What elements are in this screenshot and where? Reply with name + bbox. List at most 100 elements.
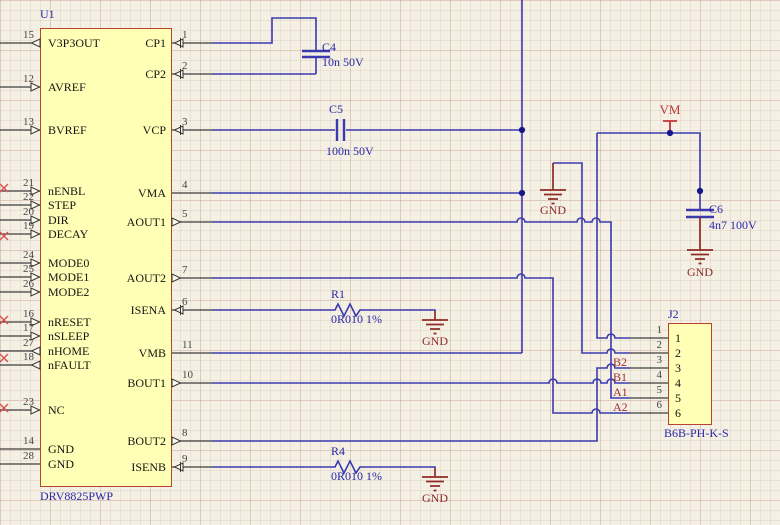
gnd-symbol-mid[interactable] <box>540 163 566 205</box>
wire-aout1-a1[interactable] <box>212 217 630 399</box>
u1-pin-number-21: 21 <box>23 177 34 189</box>
u1-pin-name-AOUT1: AOUT1 <box>126 215 166 229</box>
u1-pin-name-V3P3OUT: V3P3OUT <box>48 36 101 50</box>
u1-part-number[interactable]: DRV8825PWP <box>40 489 114 503</box>
u1-pin-18-output-glyph <box>30 360 41 370</box>
gnd-symbol-r4[interactable] <box>422 468 448 492</box>
u1-pin-name-STEP: STEP <box>48 198 77 212</box>
r1-value[interactable]: 0R010 1% <box>331 312 382 326</box>
u1-pin-21-input-glyph <box>30 186 41 196</box>
u1-pin-25-input-glyph <box>30 272 41 282</box>
u1-designator[interactable]: U1 <box>40 7 55 21</box>
u1-pin-7-output-glyph <box>171 273 182 283</box>
gnd-label-c6[interactable]: GND <box>687 265 713 279</box>
c5-value[interactable]: 100n 50V <box>326 144 374 158</box>
u1-pin-name-BOUT2: BOUT2 <box>127 434 166 448</box>
u1-pin-number-1: 1 <box>182 29 188 41</box>
u1-pin-number-8: 8 <box>182 427 188 439</box>
u1-pin-name-MODE1: MODE1 <box>48 270 90 284</box>
no-erc-x-marker <box>0 403 9 413</box>
gnd-label-r4[interactable]: GND <box>422 491 448 505</box>
no-erc-x-marker <box>0 353 9 363</box>
u1-pin-name-DECAY: DECAY <box>48 227 89 241</box>
u1-pin-name-MODE0: MODE0 <box>48 256 90 270</box>
j2-designator[interactable]: J2 <box>668 307 679 321</box>
u1-pin-10-output-glyph <box>171 378 182 388</box>
j2-part-number[interactable]: B6B-PH-K-S <box>664 426 729 440</box>
u1-pin-27-output-glyph <box>30 346 41 356</box>
wire-r1-to-gnd[interactable] <box>368 309 436 311</box>
j2-inner-pin-number-1: 1 <box>675 331 681 345</box>
vm-power-port-label[interactable]: VM <box>659 102 681 117</box>
u1-pin-number-12: 12 <box>23 73 34 85</box>
c6-value[interactable]: 4n7 100V <box>709 218 757 232</box>
gnd-label-r1[interactable]: GND <box>422 334 448 348</box>
j2-pin-number-3: 3 <box>656 354 663 366</box>
u1-pin-number-4: 4 <box>182 179 188 191</box>
wire-cp1[interactable] <box>212 17 317 51</box>
c4-value[interactable]: 10n 50V <box>322 55 364 69</box>
wire-bout1-b1[interactable] <box>212 378 630 384</box>
u1-pin-name-CP2: CP2 <box>145 67 166 81</box>
u1-pin-name-nRESET: nRESET <box>48 315 91 329</box>
wire-gnd-to-j2[interactable] <box>553 162 630 354</box>
c5-designator[interactable]: C5 <box>329 102 344 116</box>
gnd-symbol-r1[interactable] <box>422 311 448 335</box>
u1-pin-24-input-glyph <box>30 258 41 268</box>
j2-inner-pin-number-4: 4 <box>675 376 681 390</box>
c4-designator[interactable]: C4 <box>322 40 337 54</box>
u1-pin-number-24: 24 <box>23 249 34 261</box>
u1-pin-26-input-glyph <box>30 287 41 297</box>
resistor-r1-symbol[interactable] <box>332 302 368 318</box>
u1-pin-name-GND: GND <box>48 457 74 471</box>
wire-vm-to-j2[interactable] <box>596 133 630 339</box>
u1-pin-number-16: 16 <box>23 308 34 320</box>
j2-inner-pin-number-6: 6 <box>675 406 681 420</box>
u1-pin-number-26: 26 <box>23 278 34 290</box>
net-label-B2[interactable]: B2 <box>613 355 628 369</box>
u1-pin-number-15: 15 <box>23 29 34 41</box>
u1-pin-number-18: 18 <box>23 351 34 363</box>
u1-pin-name-ISENB: ISENB <box>131 460 166 474</box>
u1-pin-name-nFAULT: nFAULT <box>48 358 91 372</box>
u1-pin-name-NC: NC <box>48 403 65 417</box>
j2-inner-pin-number-3: 3 <box>675 361 681 375</box>
u1-pin-name-VMA: VMA <box>137 186 166 200</box>
resistor-r4-symbol[interactable] <box>332 459 368 475</box>
u1-pin-number-2: 2 <box>182 60 188 72</box>
r4-designator[interactable]: R4 <box>331 444 346 458</box>
capacitor-c4-symbol[interactable] <box>302 49 330 59</box>
r4-value[interactable]: 0R010 1% <box>331 469 382 483</box>
c6-designator[interactable]: C6 <box>709 202 724 216</box>
net-label-A1[interactable]: A1 <box>613 385 628 399</box>
wire-r4-to-gnd[interactable] <box>368 466 436 468</box>
u1-pin-number-27: 27 <box>23 337 34 349</box>
j2-inner-pin-number-5: 5 <box>675 391 681 405</box>
u1-component-body[interactable] <box>40 28 172 487</box>
capacitor-c5-symbol[interactable] <box>335 119 346 141</box>
u1-pin-20-input-glyph <box>30 215 41 225</box>
j2-pin-number-5: 5 <box>656 384 663 396</box>
u1-pin-8-output-glyph <box>171 436 182 446</box>
u1-pin-name-BVREF: BVREF <box>48 123 87 137</box>
u1-pin-number-5: 5 <box>182 208 188 220</box>
j2-pin-number-1: 1 <box>656 324 663 336</box>
gnd-symbol-c6[interactable] <box>687 217 713 265</box>
u1-pin-name-nHOME: nHOME <box>48 344 90 358</box>
wire-vm-to-c6[interactable] <box>597 132 701 210</box>
u1-pin-number-14: 14 <box>23 435 34 447</box>
j2-pin-number-2: 2 <box>656 339 663 351</box>
no-erc-x-marker <box>0 183 9 193</box>
junction-dot <box>696 187 704 195</box>
r1-designator[interactable]: R1 <box>331 287 346 301</box>
net-label-A2[interactable]: A2 <box>613 400 628 414</box>
u1-pin-name-AVREF: AVREF <box>48 80 86 94</box>
gnd-label-mid[interactable]: GND <box>540 203 566 217</box>
u1-pin-23-input-glyph <box>30 405 41 415</box>
wire-aout2-a2[interactable] <box>212 273 630 414</box>
wire-bout2-b2[interactable] <box>212 363 630 442</box>
u1-pin-number-25: 25 <box>23 263 34 275</box>
net-label-B1[interactable]: B1 <box>613 370 628 384</box>
no-erc-x-marker <box>0 231 9 241</box>
j2-component-body[interactable] <box>668 323 712 425</box>
